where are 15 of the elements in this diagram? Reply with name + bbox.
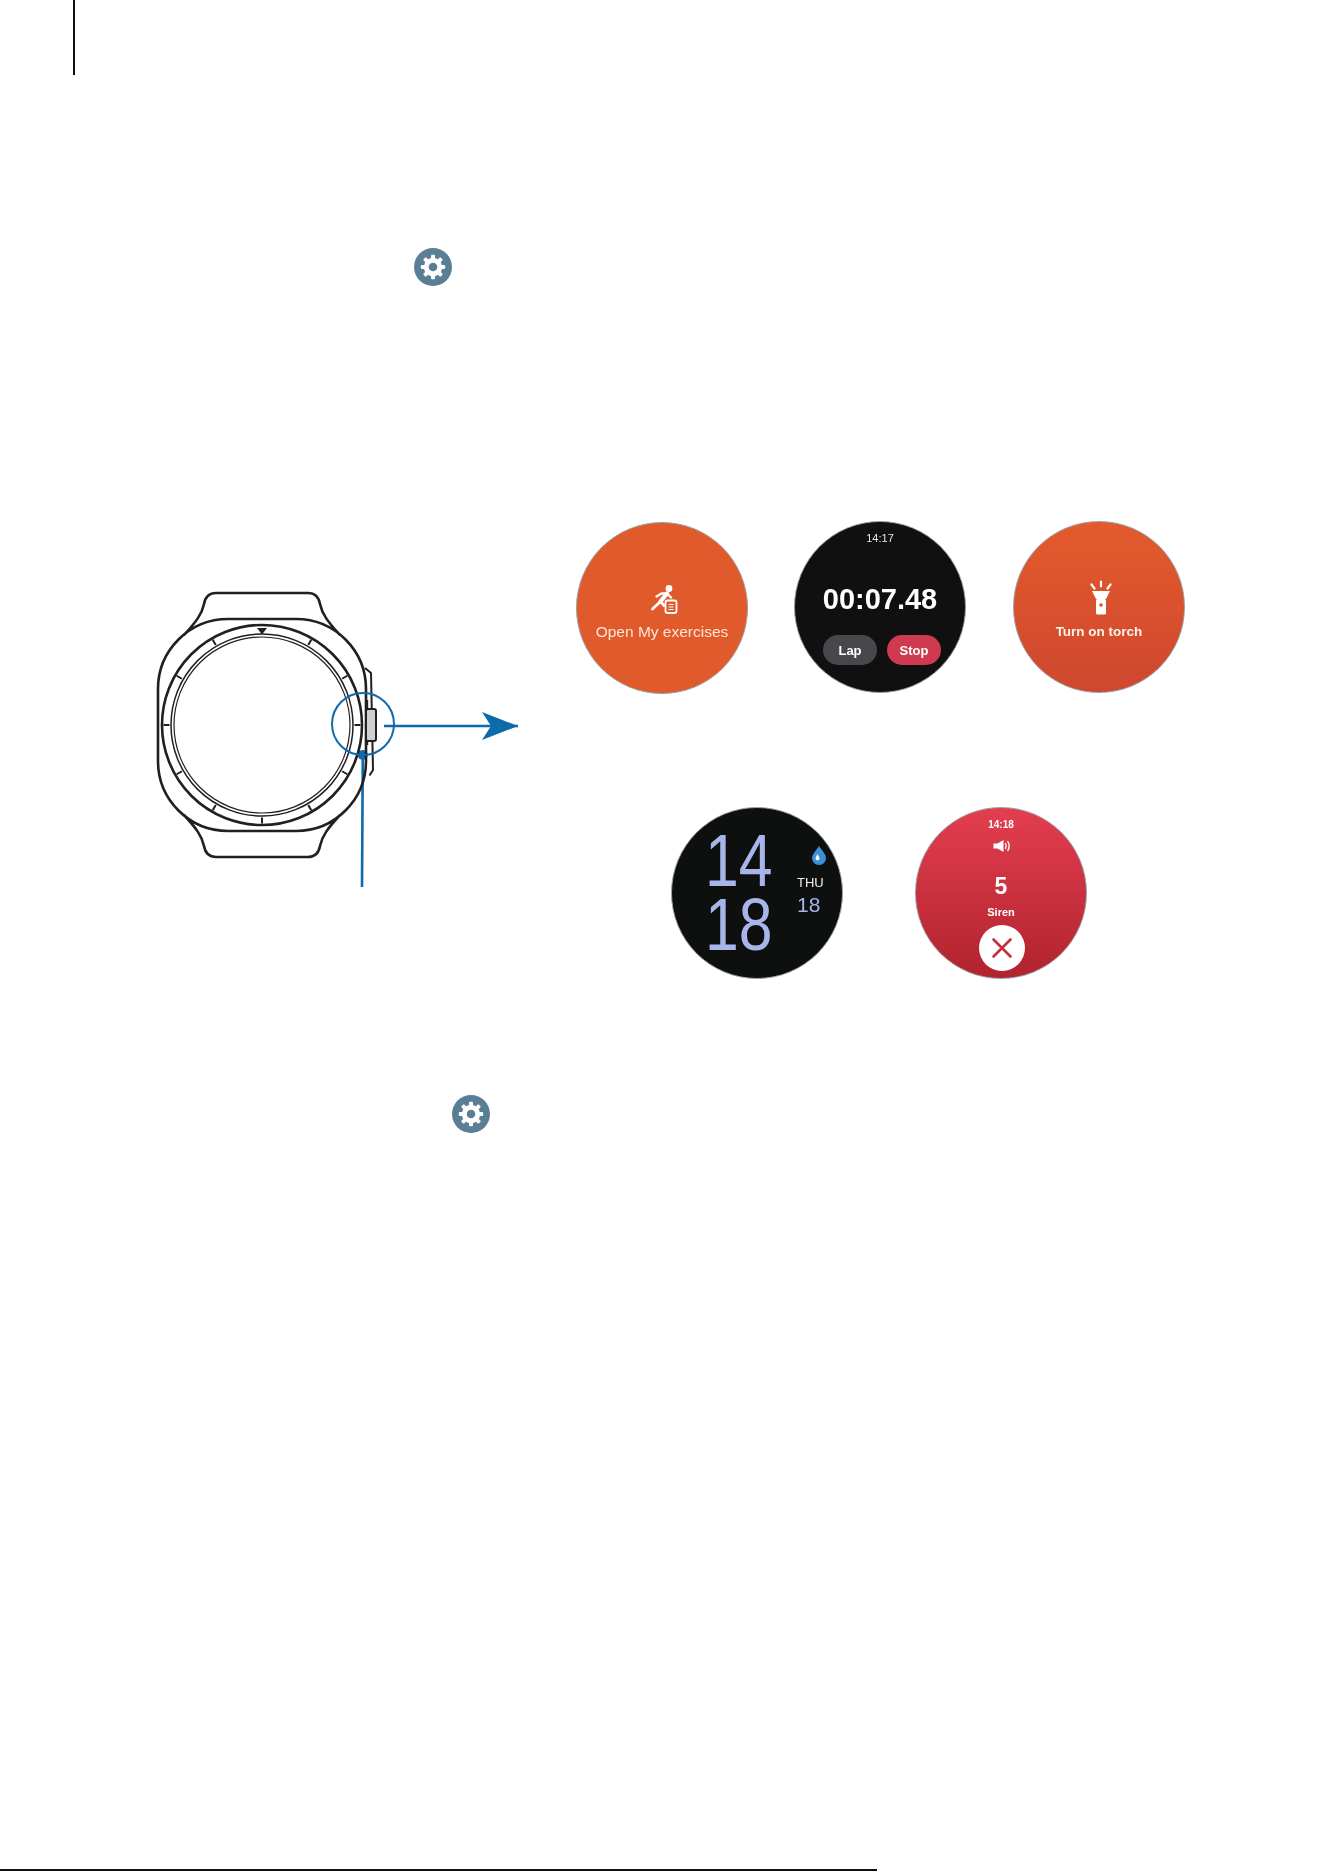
date-number: 18 <box>797 894 821 915</box>
lap-button: Lap <box>823 635 877 665</box>
stop-button: Stop <box>887 635 941 665</box>
highlight-circle <box>330 691 396 757</box>
siren-label: Siren <box>987 907 1015 918</box>
smartwatch-drawing <box>154 591 380 861</box>
arrow <box>384 712 518 740</box>
action-label: Turn on torch <box>1055 625 1143 639</box>
clock-time: 14:18 <box>988 820 1014 830</box>
stopwatch-time: 00:07.48 <box>822 585 938 614</box>
clock-time: 14:17 <box>866 533 894 544</box>
weekday-label: THU <box>797 876 824 889</box>
action-label: Open My exercises <box>595 624 729 640</box>
countdown-number: 5 <box>994 875 1008 898</box>
leader-line <box>357 750 368 887</box>
